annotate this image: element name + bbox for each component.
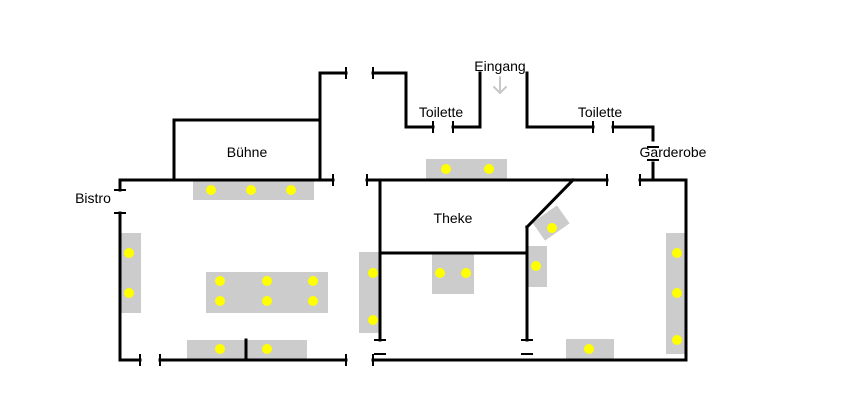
- seat: [672, 248, 682, 258]
- wall-cloakroom: [611, 125, 655, 142]
- table-diagonal: [532, 205, 570, 241]
- label-bar: Theke: [434, 210, 473, 226]
- label-stage: Bühne: [227, 144, 268, 160]
- seat: [441, 164, 451, 174]
- label-entrance: Eingang: [474, 58, 525, 74]
- arrow-down-icon: [493, 76, 507, 94]
- table-left-wall: [120, 233, 141, 313]
- seat: [672, 335, 682, 345]
- seat: [672, 288, 682, 298]
- tables: [120, 159, 687, 360]
- wall-toilet-left: [371, 71, 435, 129]
- seats: [124, 164, 682, 354]
- seat: [584, 344, 594, 354]
- seat: [308, 296, 318, 306]
- wall-toilet-left-b: [451, 71, 482, 129]
- seat: [206, 185, 216, 195]
- seat: [484, 164, 494, 174]
- label-cloakroom: Garderobe: [640, 144, 707, 160]
- wall-bar-diagonal: [524, 177, 576, 230]
- seat: [215, 276, 225, 286]
- seat: [262, 344, 272, 354]
- seat: [435, 268, 445, 278]
- wall-toilet-right: [525, 71, 595, 129]
- label-toilet-right: Toilette: [578, 104, 623, 120]
- label-bistro: Bistro: [75, 190, 111, 206]
- seat: [262, 296, 272, 306]
- seat: [368, 315, 378, 325]
- seat: [215, 296, 225, 306]
- walls: [118, 71, 688, 362]
- seat: [124, 248, 134, 258]
- seat: [215, 344, 225, 354]
- wall-corridor-left: [318, 71, 348, 182]
- seat: [531, 261, 541, 271]
- seat: [547, 223, 557, 233]
- label-toilet-left: Toilette: [419, 104, 464, 120]
- table-top-bar: [426, 159, 507, 180]
- seat: [124, 288, 134, 298]
- seat: [286, 185, 296, 195]
- seat: [246, 185, 256, 195]
- door-marks: [114, 67, 659, 366]
- seat: [262, 276, 272, 286]
- seat: [308, 276, 318, 286]
- seat: [461, 268, 471, 278]
- seat: [368, 268, 378, 278]
